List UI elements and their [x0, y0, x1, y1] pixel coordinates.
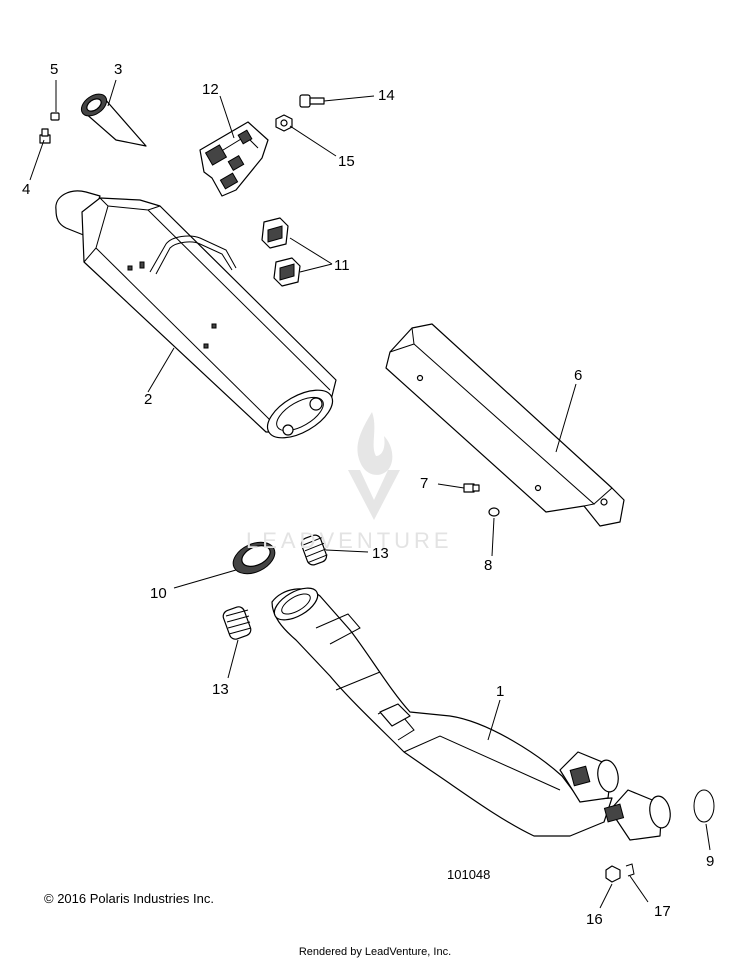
leader-16: [599, 883, 613, 909]
leader-11b: [299, 263, 333, 273]
leader-lines: [29, 79, 711, 909]
part-13-spring-lower: [222, 606, 252, 640]
callout-15: 15: [338, 153, 355, 170]
leader-1: [487, 699, 501, 741]
callout-17: 17: [654, 903, 671, 920]
callout-12: 12: [202, 81, 219, 98]
part-16-nut: [605, 865, 621, 883]
watermark-text: LEADVENTURE: [246, 528, 453, 553]
callout-1: 1: [496, 683, 504, 700]
part-15-nut: [275, 114, 293, 132]
part-8-washer: [488, 507, 500, 517]
part-12-bracket: [199, 121, 269, 197]
callout-13-upper: 13: [372, 545, 389, 562]
callout-4: 4: [22, 181, 30, 198]
part-3-end-tip: [80, 93, 147, 147]
part-2-muffler: [55, 190, 337, 439]
part-10-seal-ring: [232, 541, 276, 575]
callout-9: 9: [706, 853, 714, 870]
callout-2: 2: [144, 391, 152, 408]
part-11-grommets: [261, 217, 301, 287]
part-13-spring-upper: [300, 534, 328, 566]
part-5-cap: [50, 112, 60, 121]
callout-labels: 1 2 3 4 5 6 7 8 9 10 11 12 13 13 14 15 1…: [22, 61, 714, 928]
rendered-by-footer: Rendered by LeadVenture, Inc.: [298, 946, 452, 958]
leader-11a: [289, 237, 333, 265]
drawing-number: 101048: [447, 867, 491, 882]
leader-7: [437, 483, 465, 489]
callout-11: 11: [334, 257, 350, 274]
callout-13-lower: 13: [212, 681, 229, 698]
part-7-bolt: [463, 483, 480, 493]
leader-9: [705, 823, 711, 851]
leader-12: [219, 95, 235, 139]
part-6-heat-shield: [385, 323, 625, 527]
leader-8: [491, 517, 495, 557]
leader-13a: [325, 549, 369, 553]
leader-10: [173, 569, 237, 589]
leadventure-watermark-logo: [348, 412, 400, 520]
callout-7: 7: [420, 475, 428, 492]
part-17-clip: [625, 863, 635, 877]
callout-10: 10: [150, 585, 167, 602]
leader-13b: [227, 639, 239, 679]
leader-3: [107, 79, 117, 107]
leader-17: [629, 875, 649, 903]
leader-6: [555, 383, 577, 453]
leader-15: [289, 125, 337, 157]
leader-4: [29, 139, 45, 181]
callout-3: 3: [114, 61, 122, 78]
leader-14: [323, 95, 375, 102]
callout-14: 14: [378, 87, 395, 104]
callout-8: 8: [484, 557, 492, 574]
part-1-header-pipe: [271, 587, 671, 841]
callout-5: 5: [50, 61, 58, 78]
leader-2: [147, 347, 175, 393]
copyright-notice: © 2016 Polaris Industries Inc.: [44, 891, 214, 906]
callout-6: 6: [574, 367, 582, 384]
part-14-bolt: [299, 94, 325, 108]
callout-16: 16: [586, 911, 603, 928]
part-9-o-ring: [693, 789, 715, 823]
part-4-bolt: [39, 128, 51, 144]
